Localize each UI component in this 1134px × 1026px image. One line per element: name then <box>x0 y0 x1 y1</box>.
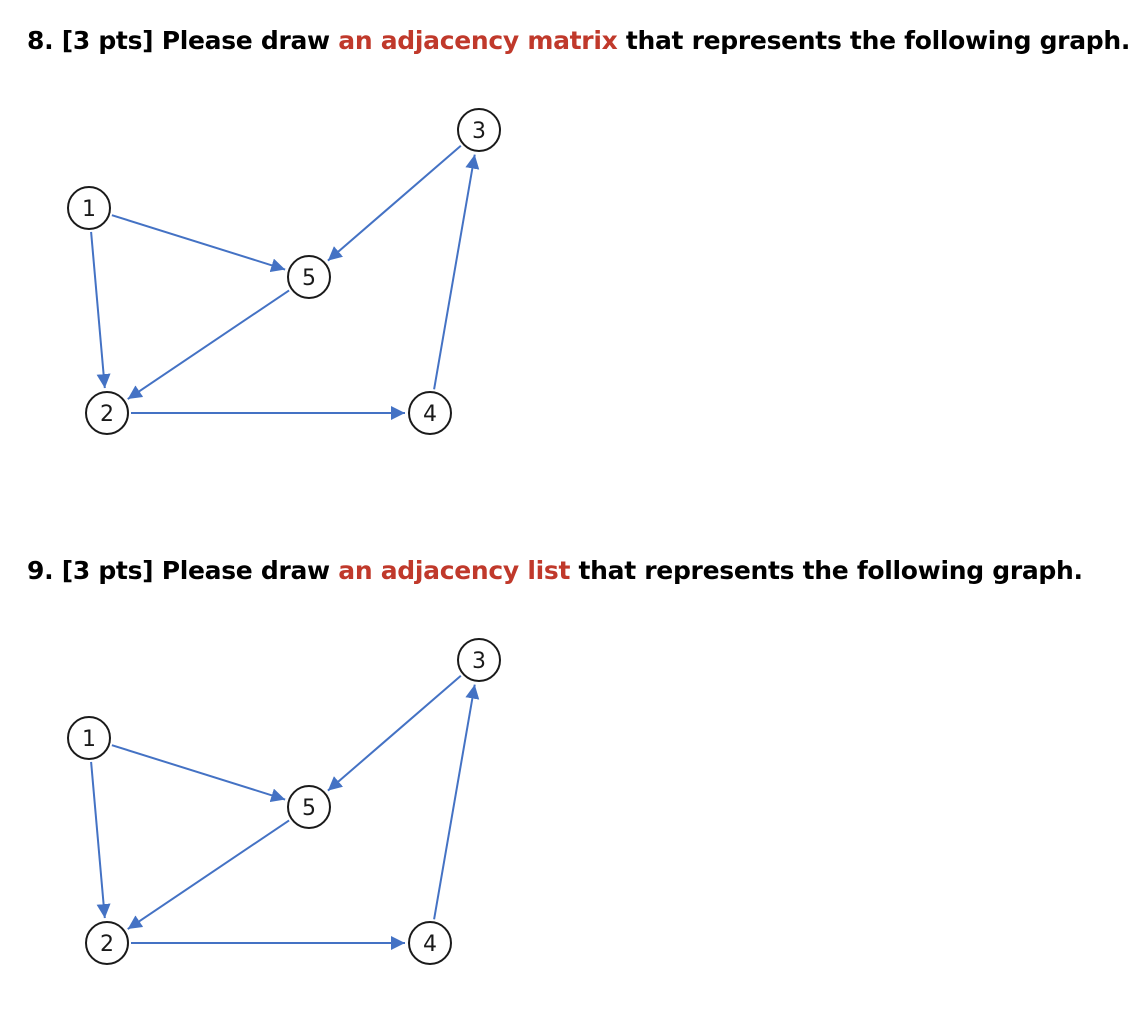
node-label: 5 <box>302 796 316 821</box>
graph-node-5: 5 <box>287 255 331 299</box>
graph-node-4: 4 <box>408 921 452 965</box>
graph-node-4: 4 <box>408 391 452 435</box>
node-circle <box>85 921 129 965</box>
node-circle <box>457 638 501 682</box>
edge-1-to-5 <box>111 214 286 273</box>
edge-5-to-2 <box>127 289 290 400</box>
question-suffix: that represents the following graph. <box>578 556 1084 585</box>
node-circle <box>85 391 129 435</box>
question-number: 8. <box>27 26 54 55</box>
graph-figure-q8: 1 2 3 4 5 <box>67 108 501 435</box>
question-suffix: that represents the following graph. <box>625 26 1131 55</box>
edge-3-to-5 <box>327 674 462 792</box>
graph-node-5: 5 <box>287 785 331 829</box>
graph-node-2: 2 <box>85 391 129 435</box>
graph-node-1: 1 <box>67 716 111 760</box>
edge-1-to-2 <box>90 761 111 919</box>
node-label: 1 <box>82 197 96 222</box>
edge-4-to-3 <box>433 684 480 920</box>
node-label: 3 <box>472 119 486 144</box>
question-prefix: Please draw <box>161 556 330 585</box>
node-circle <box>287 255 331 299</box>
node-label: 4 <box>423 402 437 427</box>
node-circle <box>408 391 452 435</box>
node-circle <box>457 108 501 152</box>
edge-4-to-3 <box>433 154 480 390</box>
node-label: 5 <box>302 266 316 291</box>
node-label: 2 <box>100 402 114 427</box>
question-points: [3 pts] <box>61 26 154 55</box>
question-highlight: an adjacency list <box>338 556 571 585</box>
graph-node-3: 3 <box>457 638 501 682</box>
graph-node-2: 2 <box>85 921 129 965</box>
graph-figure-q9: 1 2 3 4 5 <box>67 638 501 965</box>
graph-node-1: 1 <box>67 186 111 230</box>
question-9: 9. [3 pts] Please draw an adjacency list… <box>27 556 1083 585</box>
edge-5-to-2 <box>127 819 290 930</box>
node-circle <box>67 716 111 760</box>
question-highlight: an adjacency matrix <box>338 26 618 55</box>
node-label: 3 <box>472 649 486 674</box>
node-circle <box>408 921 452 965</box>
node-circle <box>67 186 111 230</box>
edge-1-to-5 <box>111 744 286 803</box>
question-number: 9. <box>27 556 54 585</box>
node-label: 1 <box>82 727 96 752</box>
node-circle <box>287 785 331 829</box>
edge-1-to-2 <box>90 231 111 389</box>
question-points: [3 pts] <box>61 556 154 585</box>
graph-node-3: 3 <box>457 108 501 152</box>
question-prefix: Please draw <box>161 26 330 55</box>
edge-3-to-5 <box>327 144 462 262</box>
node-label: 2 <box>100 932 114 957</box>
question-8: 8. [3 pts] Please draw an adjacency matr… <box>27 26 1130 55</box>
node-label: 4 <box>423 932 437 957</box>
